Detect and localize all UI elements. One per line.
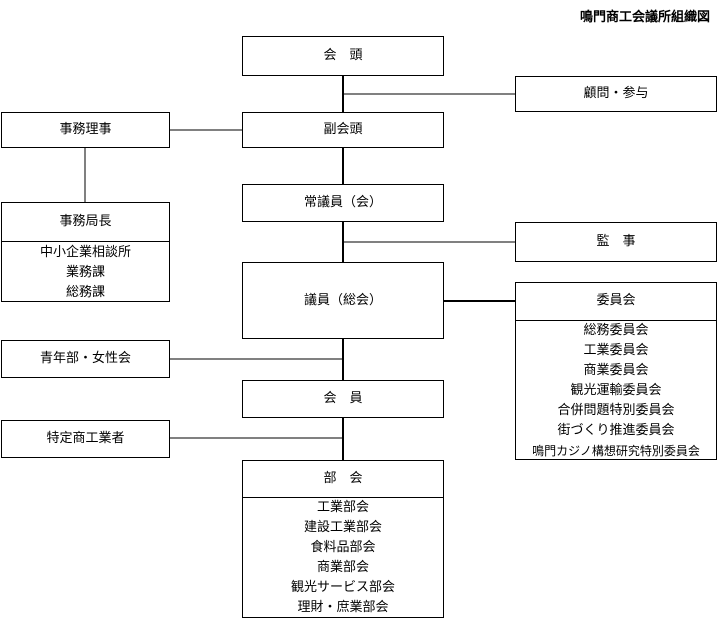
kaito-label: 会 頭	[323, 48, 363, 63]
iinkai-item: 街づくり推進委員会	[557, 423, 675, 438]
bukai-label: 部 会	[323, 471, 363, 486]
kaiin-box: 会 員	[242, 380, 444, 418]
iinkai-item: 工業委員会	[583, 343, 649, 358]
jimukyoku-item: 中小企業相談所	[39, 245, 131, 260]
jimukyokucho-box: 事務局長 中小企業相談所 業務課 総務課	[1, 202, 170, 302]
tokutei-box: 特定商工業者	[1, 420, 170, 458]
iinkai-items: 総務委員会 工業委員会 商業委員会 観光運輸委員会 合併問題特別委員会 街づくり…	[516, 321, 716, 461]
jimukyokucho-divider	[2, 241, 169, 242]
bukai-item: 理財・庶業部会	[297, 600, 389, 615]
bukai-items: 工業部会 建設工業部会 食料品部会 商業部会 観光サービス部会 理財・庶業部会	[243, 498, 443, 618]
iinkai-item: 鳴門カジノ構想研究特別委員会	[532, 444, 700, 458]
iinkai-label: 委員会	[596, 293, 636, 308]
komon-label: 顧問・参与	[583, 86, 649, 101]
bukai-item: 観光サービス部会	[290, 580, 395, 595]
iinkai-item: 商業委員会	[583, 363, 649, 378]
iinkai-divider	[516, 320, 716, 321]
seinenbu-label: 青年部・女性会	[39, 351, 131, 366]
jojin-box: 常議員（会）	[242, 184, 444, 222]
bukai-box: 部 会 工業部会 建設工業部会 食料品部会 商業部会 観光サービス部会 理財・庶…	[242, 460, 444, 618]
bukai-divider	[243, 497, 443, 498]
tokutei-label: 特定商工業者	[46, 431, 125, 446]
komon-box: 顧問・参与	[515, 76, 717, 112]
fukukaito-box: 副会頭	[242, 112, 444, 148]
iinkai-box: 委員会 総務委員会 工業委員会 商業委員会 観光運輸委員会 合併問題特別委員会 …	[515, 282, 717, 460]
kansa-box: 監 事	[515, 222, 717, 262]
fukukaito-label: 副会頭	[323, 122, 363, 137]
iinkai-item: 観光運輸委員会	[570, 383, 662, 398]
giin-label: 議員（総会）	[303, 293, 382, 308]
bukai-item: 建設工業部会	[303, 520, 382, 535]
jimukyoku-items: 中小企業相談所 業務課 総務課	[2, 243, 169, 303]
bukai-item: 食料品部会	[310, 540, 376, 555]
chart-title: 鳴門商工会議所組織図	[579, 10, 710, 25]
jimukyoku-item: 業務課	[65, 265, 105, 280]
bukai-item: 工業部会	[316, 500, 369, 515]
jimukyoku-item: 総務課	[65, 285, 105, 300]
kaiin-label: 会 員	[323, 391, 363, 406]
iinkai-item: 合併問題特別委員会	[557, 403, 675, 418]
jimuriji-label: 事務理事	[59, 122, 112, 137]
bukai-item: 商業部会	[316, 560, 369, 575]
jimuriji-box: 事務理事	[1, 112, 170, 148]
giin-box: 議員（総会）	[242, 262, 444, 339]
seinenbu-box: 青年部・女性会	[1, 340, 170, 378]
jojin-label: 常議員（会）	[303, 195, 382, 210]
kansa-label: 監 事	[596, 234, 636, 249]
iinkai-item: 総務委員会	[583, 323, 649, 338]
jimukyokucho-label: 事務局長	[59, 214, 112, 229]
kaito-box: 会 頭	[242, 36, 444, 76]
